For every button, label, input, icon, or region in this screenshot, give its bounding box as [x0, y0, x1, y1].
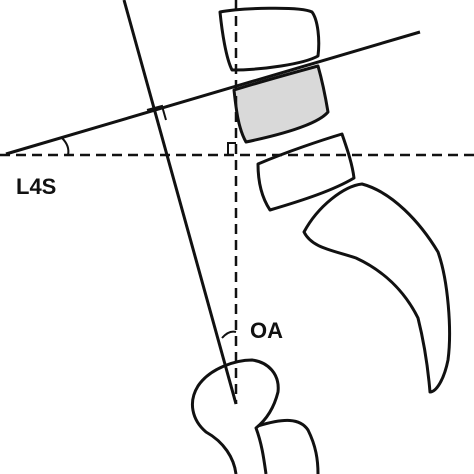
endplate-line	[5, 30, 421, 156]
right-angle-marker-lower	[227, 142, 236, 155]
right-angle-marker-upper	[146, 104, 167, 121]
vertebra-lower	[256, 132, 356, 212]
label-l4s: L4S	[16, 174, 56, 199]
sacrum	[302, 182, 452, 394]
femoral-neck	[257, 419, 320, 474]
angle-arc-left	[61, 137, 70, 156]
vertebra-highlighted	[232, 64, 330, 144]
angle-arc-oa	[221, 330, 237, 339]
femoral-head	[190, 358, 280, 474]
oblique-axis-line	[122, 0, 238, 405]
label-oa: OA	[250, 318, 283, 343]
vertebra-upper	[218, 6, 321, 72]
